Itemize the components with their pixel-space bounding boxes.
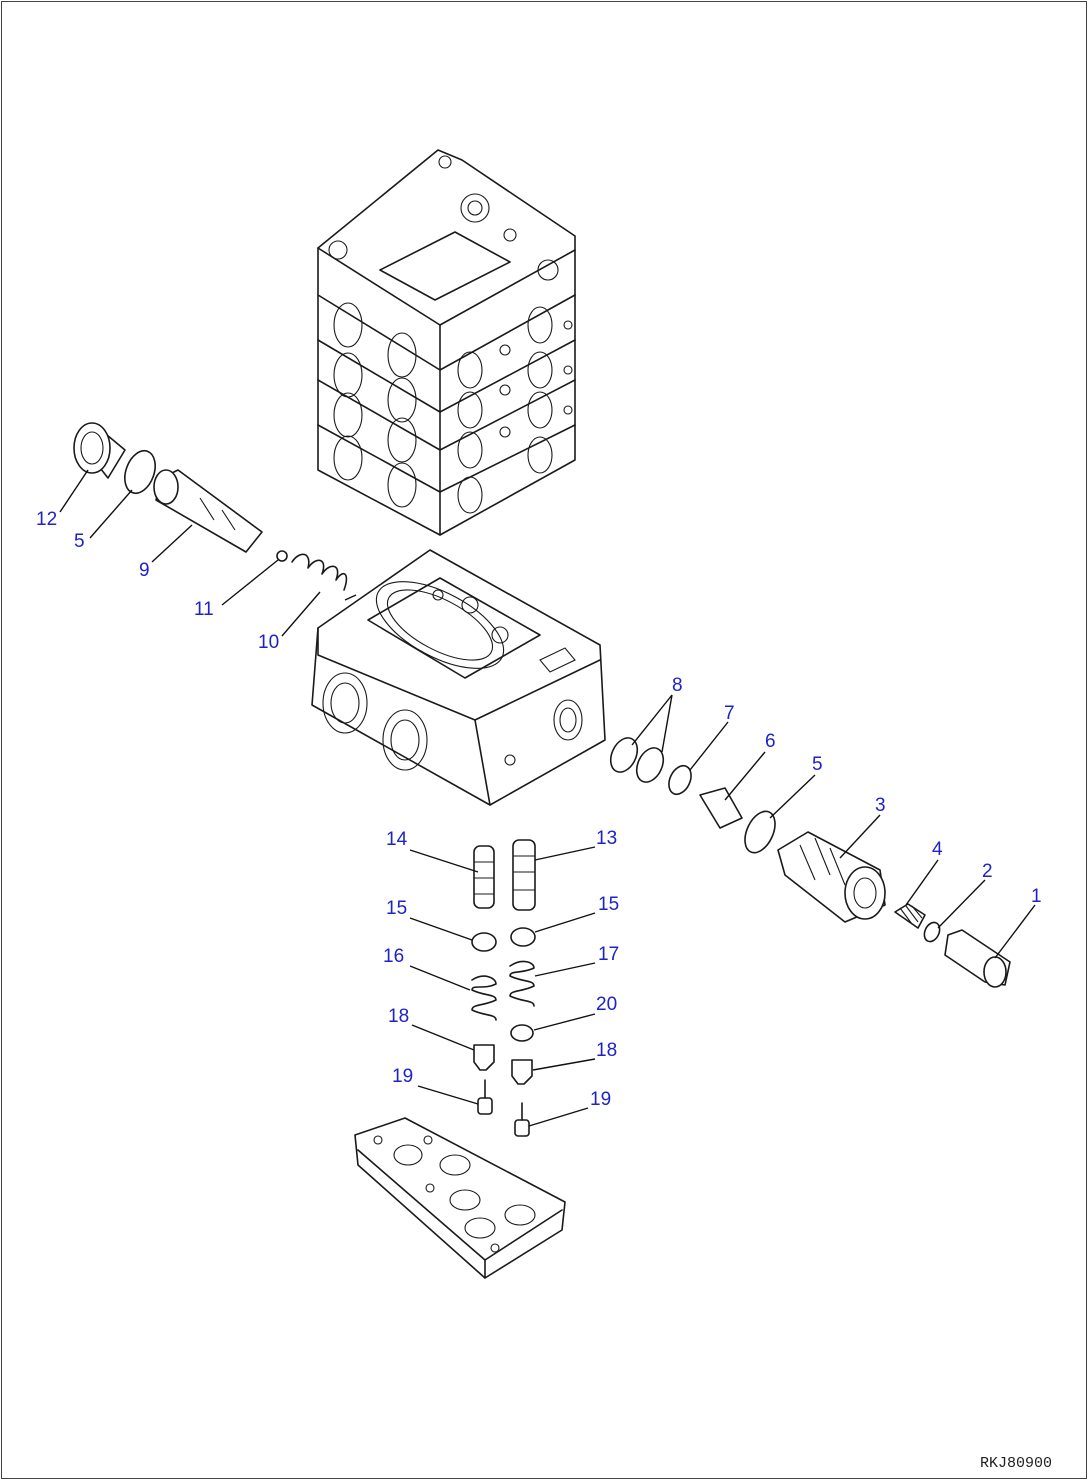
lower-spool-parts [471,839,536,1137]
callout-4: 4 [932,839,943,860]
callout-9: 9 [139,560,150,581]
callout-14: 14 [386,829,408,850]
callout-5-left: 5 [74,531,85,552]
leader-lines [59,469,1036,1127]
left-relief-assembly [73,422,348,591]
control-valve-stack [317,149,576,536]
callout-5-right: 5 [812,754,823,775]
callout-8: 8 [672,675,683,696]
callout-3: 3 [875,795,886,816]
callout-19-right: 19 [590,1089,612,1110]
callout-15-right: 15 [598,894,620,915]
callout-12: 12 [36,509,58,530]
callout-19-left: 19 [392,1066,414,1087]
right-relief-assembly [609,737,1011,988]
callout-7: 7 [724,703,735,724]
callout-20: 20 [596,994,618,1015]
callout-13: 13 [596,828,618,849]
callout-11: 11 [194,599,214,620]
callout-18-right: 18 [596,1040,618,1061]
callout-2: 2 [982,861,993,882]
callout-1: 1 [1031,886,1042,907]
valve-section-body [311,549,606,806]
callout-6: 6 [765,731,776,752]
drawing-code: RKJ80900 [979,1455,1052,1472]
bottom-cover-plate [354,1117,566,1279]
callout-17: 17 [598,944,620,965]
callout-18-left: 18 [388,1006,410,1027]
callout-15-left: 15 [386,898,408,919]
callout-16: 16 [383,946,405,967]
callout-10: 10 [258,632,280,653]
